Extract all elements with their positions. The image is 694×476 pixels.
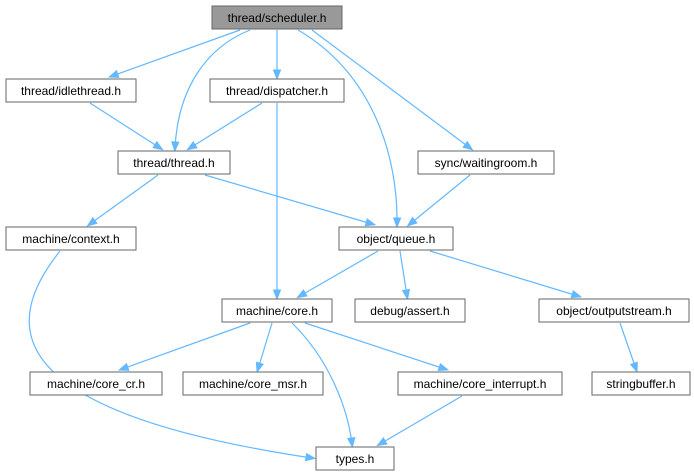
node-thread-dispatcher[interactable]: thread/dispatcher.h	[209, 78, 345, 103]
node-machine-core-msr[interactable]: machine/core_msr.h	[182, 371, 324, 396]
node-label: object/outputstream.h	[556, 304, 671, 318]
edge-arrowhead	[117, 362, 130, 371]
edge-queue-to-outputstream	[429, 250, 583, 299]
node-machine-core-cr[interactable]: machine/core_cr.h	[29, 371, 163, 396]
edge-waitingroom-to-queue	[406, 174, 471, 227]
edge-line	[291, 322, 353, 445]
node-label: stringbuffer.h	[606, 377, 675, 391]
node-label: machine/core_msr.h	[199, 377, 307, 391]
edge-line	[409, 174, 471, 225]
edge-arrowhead	[152, 140, 164, 151]
edge-line	[174, 29, 251, 149]
node-label: thread/thread.h	[133, 156, 214, 170]
edge-arrowhead	[296, 289, 308, 299]
edge-scheduler-to-idlethread	[107, 29, 241, 78]
node-machine-context[interactable]: machine/context.h	[5, 226, 137, 251]
edge-arrowhead	[186, 141, 198, 151]
edge-dispatcher-to-thread	[186, 102, 263, 151]
edge-thread-to-context	[86, 174, 159, 227]
node-sync-waitingroom[interactable]: sync/waitingroom.h	[417, 150, 555, 175]
edge-line	[379, 395, 463, 445]
edge-queue-to-core	[296, 250, 379, 299]
edge-scheduler-to-queue	[297, 29, 402, 229]
edge-line	[399, 250, 408, 297]
edge-line	[204, 174, 373, 225]
node-label: sync/waitingroom.h	[435, 156, 538, 170]
node-label: machine/core_interrupt.h	[414, 377, 547, 391]
node-debug-assert[interactable]: debug/assert.h	[354, 298, 466, 323]
edge-arrowhead	[392, 217, 402, 229]
edge-arrowhead	[401, 288, 411, 301]
edge-line	[304, 322, 446, 370]
node-label: thread/idlethread.h	[21, 84, 121, 98]
edge-arrowhead	[376, 437, 388, 447]
edge-line	[311, 29, 471, 149]
edge-arrowhead	[629, 361, 638, 374]
node-machine-core[interactable]: machine/core.h	[221, 298, 333, 323]
edge-line	[189, 102, 263, 149]
edge-arrowhead	[347, 437, 356, 449]
edge-scheduler-to-waitingroom	[311, 29, 474, 151]
edge-context-to-types	[28, 250, 317, 462]
edge-core-to-core_interrupt	[304, 322, 450, 372]
edge-arrowhead	[406, 216, 418, 227]
edge-core-to-types	[291, 322, 356, 449]
edge-arrowhead	[171, 141, 180, 153]
node-label: debug/assert.h	[370, 304, 449, 318]
node-object-queue[interactable]: object/queue.h	[338, 226, 454, 251]
edge-line	[28, 250, 313, 459]
edge-scheduler-to-thread	[171, 29, 251, 153]
edge-arrowhead	[107, 69, 120, 78]
edge-line	[257, 322, 273, 370]
edge-line	[89, 102, 161, 149]
edge-arrowhead	[437, 362, 450, 372]
node-thread-idlethread[interactable]: thread/idlethread.h	[5, 78, 137, 103]
node-label: object/queue.h	[357, 232, 436, 246]
edge-core-to-core_cr	[117, 322, 251, 371]
edge-queue-to-assert	[399, 250, 411, 301]
node-label: machine/context.h	[22, 232, 119, 246]
edge-core-to-core_msr	[255, 322, 273, 374]
edge-arrowhead	[364, 218, 377, 227]
edge-arrowhead	[304, 452, 317, 462]
edge-arrowhead	[86, 216, 98, 227]
edge-arrowhead	[255, 361, 264, 374]
node-types[interactable]: types.h	[315, 446, 395, 471]
edge-outputstream-to-stringbuffer	[619, 322, 638, 374]
edge-line	[619, 322, 637, 370]
edge-line	[299, 250, 379, 297]
edge-arrowhead	[570, 290, 583, 299]
edge-line	[297, 29, 398, 225]
node-label: machine/core.h	[236, 304, 318, 318]
edge-thread-to-queue	[204, 174, 377, 227]
edge-line	[429, 250, 579, 297]
node-label: thread/dispatcher.h	[226, 84, 328, 98]
edge-arrowhead	[462, 140, 474, 151]
edges-layer	[28, 29, 638, 462]
node-label: machine/core_cr.h	[47, 377, 145, 391]
edge-dispatcher-to-core	[272, 103, 282, 301]
node-object-outputstream[interactable]: object/outputstream.h	[538, 298, 690, 323]
node-machine-core-interrupt[interactable]: machine/core_interrupt.h	[397, 371, 563, 396]
edge-arrowhead	[272, 69, 282, 81]
edge-arrowhead	[272, 289, 282, 301]
edge-scheduler-to-dispatcher	[272, 30, 282, 81]
nodes-layer: thread/scheduler.h thread/idlethread.h t…	[5, 5, 691, 471]
node-label: thread/scheduler.h	[228, 11, 327, 25]
node-thread-thread[interactable]: thread/thread.h	[117, 150, 231, 175]
node-label: types.h	[336, 452, 375, 466]
edge-idlethread-to-thread	[89, 102, 164, 151]
edge-core_interrupt-to-types	[376, 395, 463, 447]
node-thread-scheduler[interactable]: thread/scheduler.h	[211, 5, 343, 30]
edge-line	[121, 322, 251, 370]
edge-line	[111, 29, 241, 77]
node-stringbuffer[interactable]: stringbuffer.h	[591, 371, 691, 396]
edge-line	[89, 174, 159, 225]
